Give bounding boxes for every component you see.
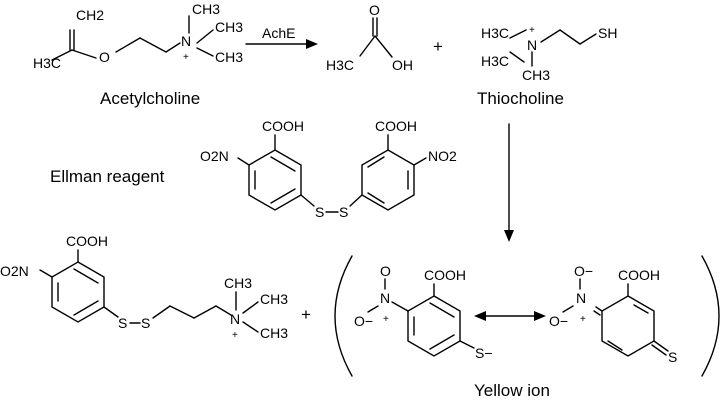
atom-ch3: CH3 [192,1,220,17]
atom-cooh: COOH [66,233,108,249]
atom-n: N [527,37,537,53]
atom-n: N [576,290,586,306]
atom-sh: SH [598,25,617,41]
atom-s-minus: S− [475,345,493,361]
atom-o-minus: O− [549,313,568,329]
ellman-reagent-structure: COOH COOH O2N NO2 S S [200,118,457,220]
label-enzyme: AchE [262,25,295,41]
reaction-arrow-down [504,123,514,242]
atom-cooh: COOH [375,118,417,134]
charge-plus: + [232,330,238,341]
atom-s: S [315,204,324,220]
atom-o: O [99,49,110,65]
atom-o-minus: O− [574,263,593,279]
acetylcholine-structure: CH2 H3C O N + CH3 CH3 CH3 Acetylcholine [33,1,243,108]
atom-n: N [380,290,390,306]
atom-s: S [668,349,677,365]
charge-plus: + [529,25,535,36]
atom-h3c: H3C [33,55,61,71]
atom-ch2: CH2 [76,7,104,23]
mixed-disulfide-structure: COOH O2N S S N + CH3 CH3 CH3 [0,233,288,341]
atom-ch3: CH3 [215,19,243,35]
plus-sign: + [301,305,311,324]
atom-ch3: CH3 [260,291,288,307]
yellow-ion-aromatic-form: COOH N + O O− S− [354,263,493,361]
atom-ch3: CH3 [260,325,288,341]
atom-no2: NO2 [428,148,457,164]
yellow-ion-quinoid-form: COOH N + O− O− S [549,263,677,365]
label-ellman: Ellman reagent [50,167,165,186]
charge-plus: + [183,52,189,63]
atom-h3c: H3C [481,25,509,41]
atom-o: O [369,2,380,18]
atom-cooh: COOH [262,118,304,134]
atom-o2n: O2N [0,263,29,279]
atom-h3c: H3C [481,53,509,69]
resonance-arrow [474,311,546,321]
atom-s: S [339,204,348,220]
label-thiocholine: Thiocholine [477,89,564,108]
atom-h3c: H3C [326,57,354,73]
charge-plus: + [383,314,389,325]
thiocholine-structure: H3C H3C N + CH3 SH Thiocholine [477,25,617,108]
atom-ch3: CH3 [215,49,243,65]
atom-n: N [181,33,191,49]
atom-ch3: CH3 [224,275,252,291]
left-parenthesis [334,255,353,377]
atom-o-minus: O− [354,313,373,329]
plus-sign: + [433,37,443,56]
atom-n: N [230,311,240,327]
label-acetylcholine: Acetylcholine [100,89,200,108]
atom-s: S [141,315,150,331]
label-yellow-ion: Yellow ion [474,381,550,400]
right-parenthesis [701,255,720,377]
atom-ch3: CH3 [522,67,550,83]
charge-plus: + [580,314,586,325]
acetic-acid-structure: O H3C OH [326,2,413,73]
atom-cooh: COOH [618,267,660,283]
atom-o: O [380,263,391,279]
atom-cooh: COOH [424,267,466,283]
atom-oh: OH [392,57,413,73]
atom-o2n: O2N [200,148,229,164]
reaction-arrow-ache: AchE [245,25,318,49]
atom-s: S [118,315,127,331]
